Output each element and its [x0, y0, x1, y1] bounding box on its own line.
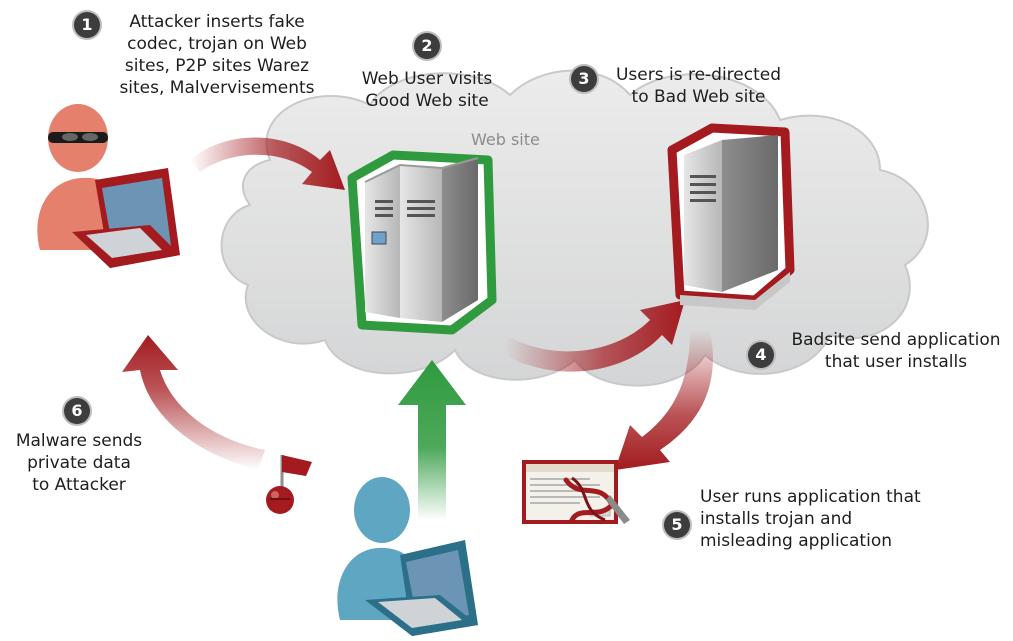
step-1-badge: 1 [74, 12, 100, 38]
arrow-send-data [122, 335, 265, 470]
good-server-icon [347, 150, 497, 335]
step-1-text: Attacker inserts fake codec, trojan on W… [119, 12, 315, 98]
arrow-user-visits [398, 360, 466, 520]
step-6-badge: 6 [64, 398, 90, 424]
step-4-badge: 4 [748, 342, 774, 368]
step-5-text: User runs application that installs troj… [700, 487, 921, 551]
step-4-text: Badsite send application that user insta… [791, 330, 1001, 372]
step-6-text: Malware sends private data to Attacker [15, 431, 143, 495]
step-2-badge: 2 [414, 33, 440, 59]
arrow-redirect [505, 300, 685, 372]
cloud-label: Web site [471, 130, 540, 149]
step-3-badge: 3 [571, 66, 597, 92]
step-5-badge: 5 [664, 512, 690, 538]
installer-window-icon [522, 460, 630, 524]
user-laptop-icon [337, 477, 478, 636]
attacker-laptop-icon [37, 104, 180, 268]
malware-icon [266, 455, 312, 514]
step-2-text: Web User visits Good Web site [361, 69, 493, 111]
bad-server-icon [667, 123, 795, 310]
arrow-attacker-to-site [190, 137, 345, 190]
step-3-text: Users is re-directed to Bad Web site [615, 65, 782, 107]
arrow-send-application [615, 330, 713, 470]
